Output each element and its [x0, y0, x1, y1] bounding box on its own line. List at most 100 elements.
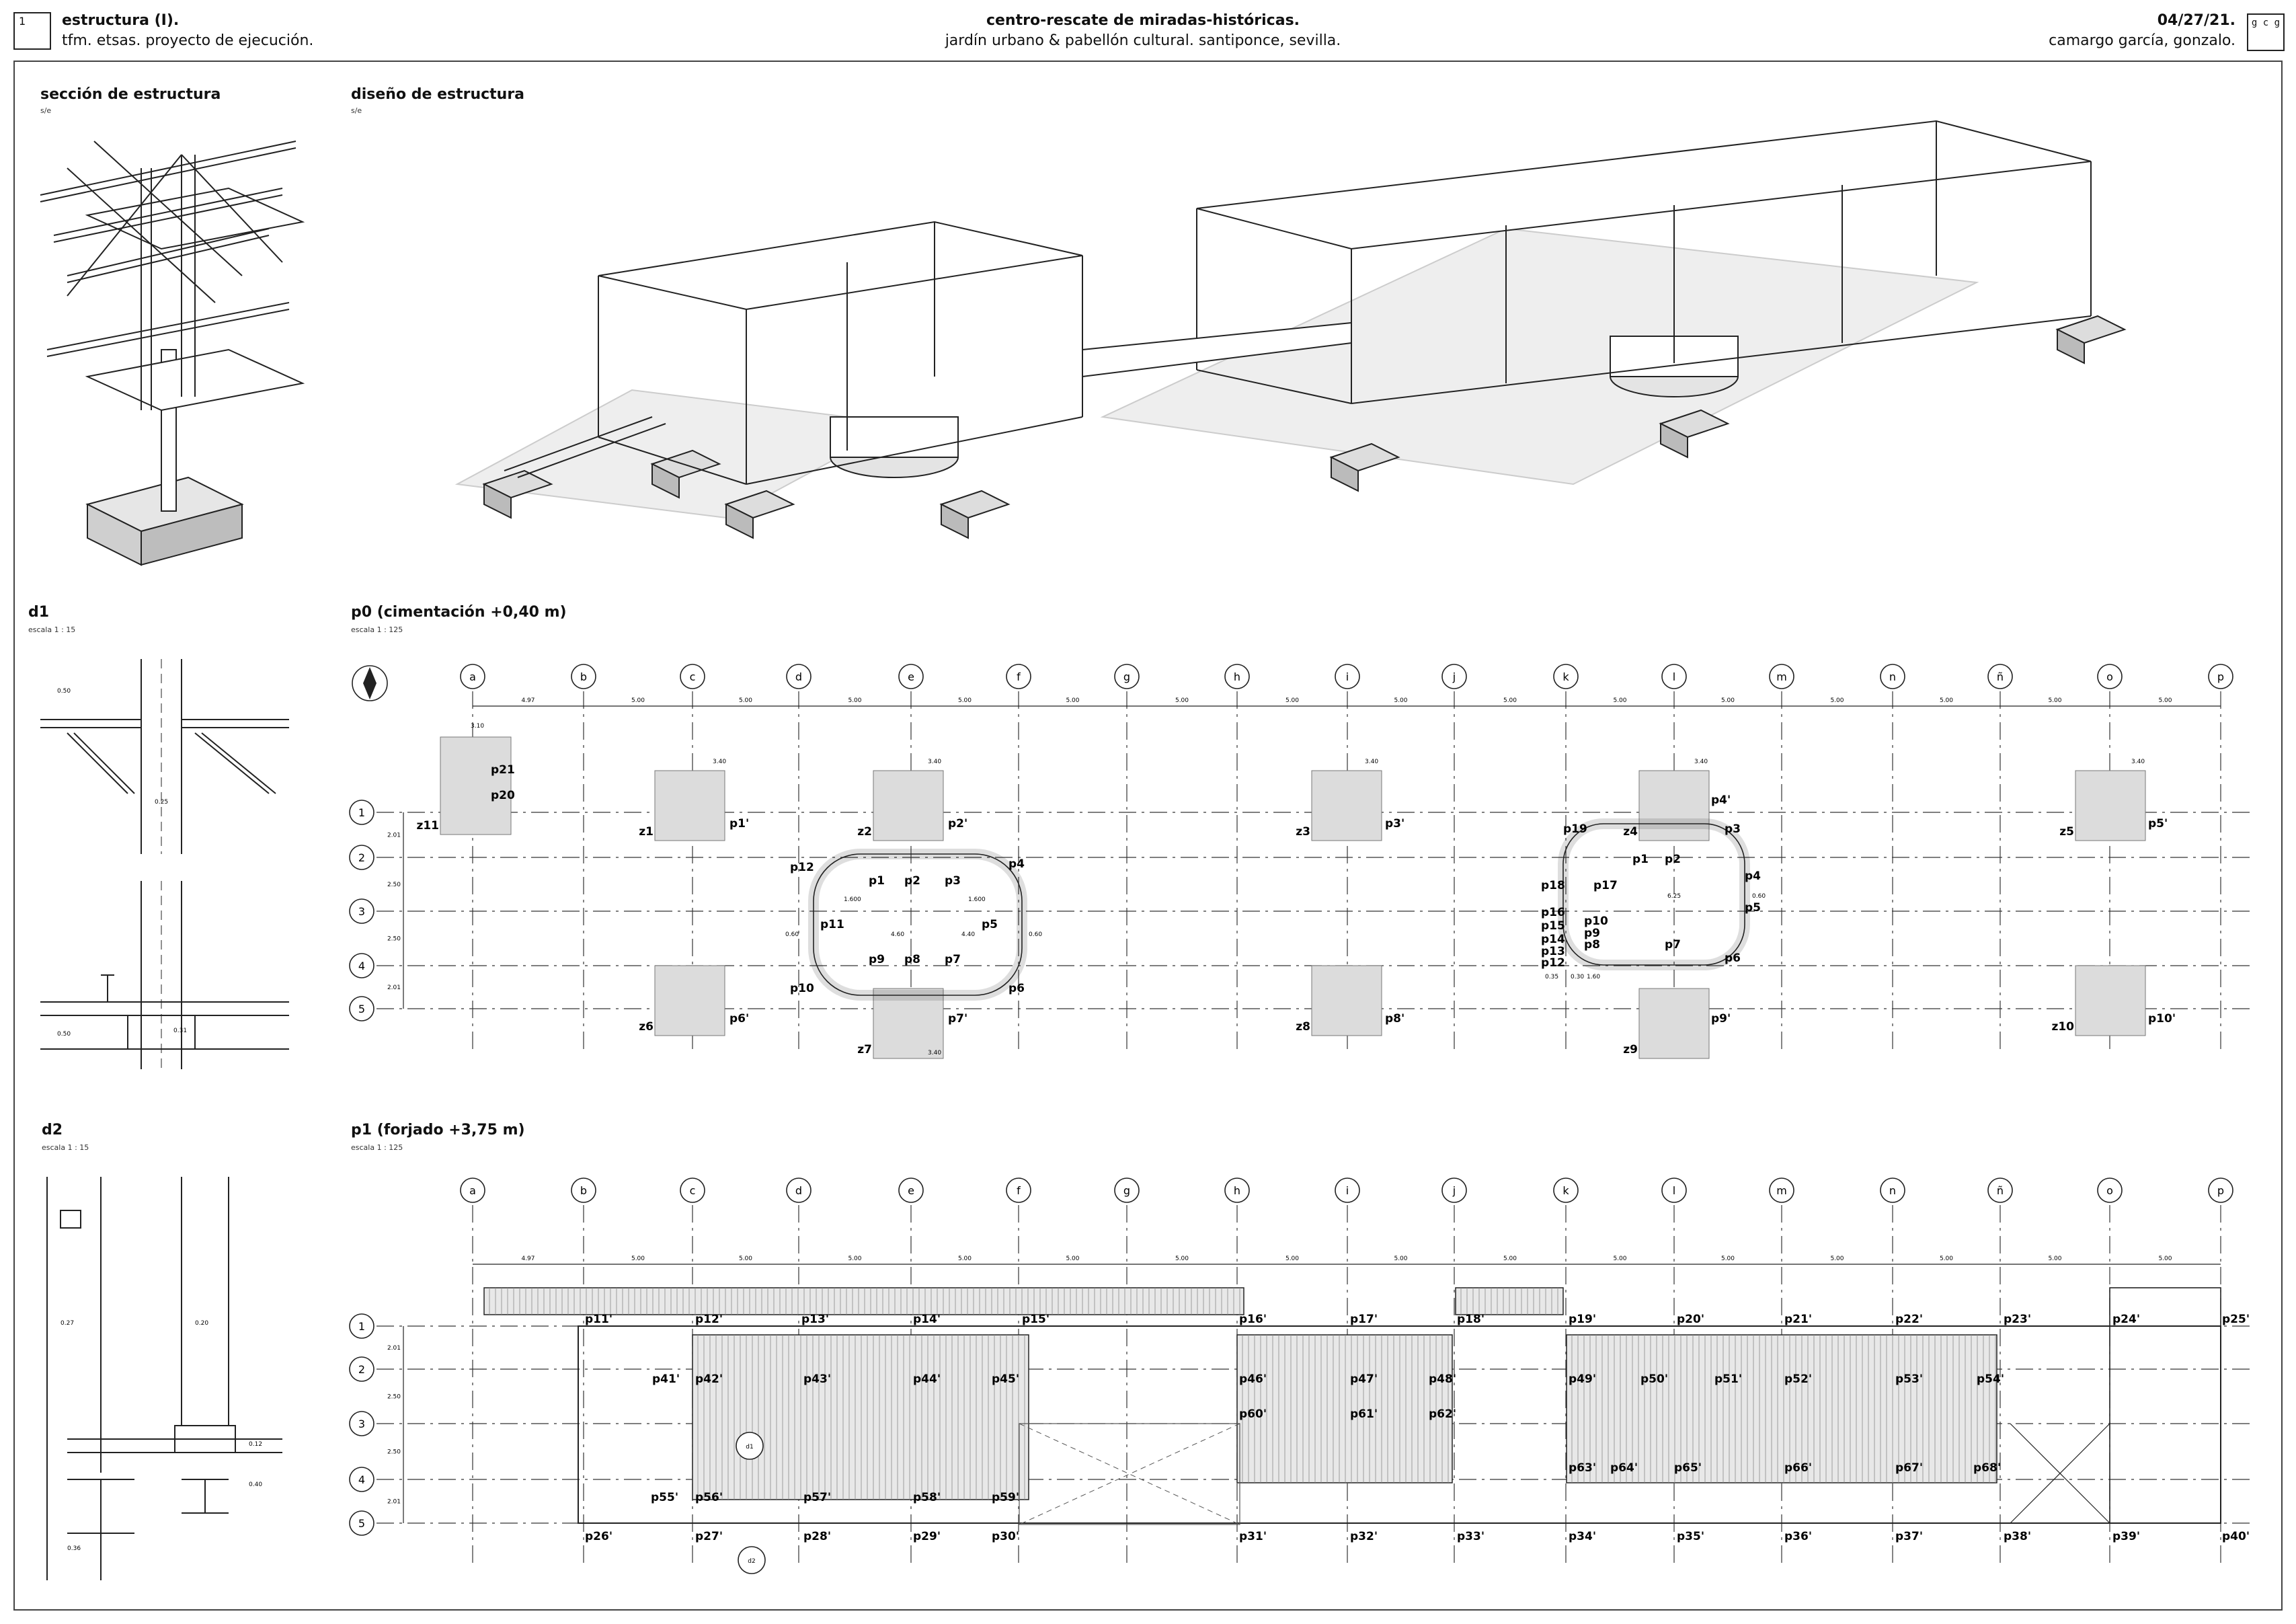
grid-label-row-1: 1: [358, 1320, 365, 1333]
grid-spacing-label: 4.97: [521, 1255, 535, 1262]
ring-pillar-label: p10: [790, 982, 814, 995]
grid-label-col-l: l: [1673, 670, 1675, 683]
dimension-label: 0.60: [1029, 931, 1042, 938]
grid-spacing-label: 5.00: [1503, 1255, 1517, 1262]
structure-section-drawing: [40, 141, 305, 566]
ring-pillar-label: p4: [1745, 869, 1761, 883]
ring-pillar-label: p12: [1541, 956, 1565, 970]
grid-bubble-col-g: [1114, 1177, 1140, 1203]
grid-label-col-c: c: [690, 1184, 696, 1197]
pillar-label: p34': [1569, 1530, 1596, 1543]
ring-pillar-label: p1: [869, 874, 885, 888]
dimension-label: 3.40: [1365, 759, 1378, 765]
pillar-label: p21: [491, 763, 515, 777]
footing: [654, 770, 725, 841]
grid-spacing-label: 5.00: [848, 697, 861, 704]
footing: [873, 770, 944, 841]
grid-bubble-row-2: [349, 845, 374, 870]
pillar-label: p40': [2222, 1530, 2250, 1543]
section-marker-label: d2: [748, 1558, 755, 1565]
sheet-number: 1: [19, 15, 26, 28]
sheet-number-box: 1: [13, 12, 51, 50]
grid-spacing-label: 5.00: [1613, 1255, 1626, 1262]
pillar-label: p18': [1457, 1313, 1485, 1326]
grid-label-col-j: j: [1452, 670, 1456, 683]
pillar-label: p39': [2112, 1530, 2140, 1543]
grid-label-col-j: j: [1452, 1184, 1456, 1197]
grid-label-col-a: a: [469, 670, 476, 683]
grid-bubble-row-5: [349, 1510, 374, 1536]
pillar-label: p55': [651, 1491, 678, 1504]
ring-pillar-label: p7: [945, 953, 961, 966]
dimension-label: 1.600: [844, 896, 861, 903]
footing: [873, 988, 944, 1059]
grid-label-col-f: f: [1017, 1184, 1021, 1197]
grid-bubble-col-i: [1335, 664, 1360, 689]
p1-title: p1 (forjado +3,75 m): [351, 1122, 525, 1138]
pillar-label: p57': [803, 1491, 831, 1504]
grid-bubble-col-c: [680, 1177, 705, 1203]
d2-dim-2: 0.20: [195, 1320, 208, 1327]
pillar-label: p23': [2004, 1313, 2031, 1326]
row-spacing-label: 2.50: [387, 1449, 401, 1456]
p1-scale: escala 1 : 125: [351, 1143, 403, 1152]
grid-label-col-n: n: [1889, 670, 1896, 683]
pillar-label: p44': [913, 1372, 941, 1386]
grid-spacing-label: 5.00: [1066, 697, 1079, 704]
pillar-label: p8': [1385, 1012, 1404, 1026]
row-spacing-label: 2.01: [387, 833, 401, 839]
pillar-label: p16': [1239, 1313, 1267, 1326]
ring-pillar-label: p5: [982, 918, 998, 931]
pillar-label: p30': [992, 1530, 1019, 1543]
ring-pillar-label: p19: [1563, 822, 1587, 836]
grid-bubble-col-j: [1441, 664, 1467, 689]
pillar-label: p49': [1569, 1372, 1596, 1386]
pillar-label: p60': [1239, 1407, 1267, 1421]
footing-label: z8: [1296, 1020, 1310, 1034]
ring-pillar-label: p3: [1725, 822, 1741, 836]
pillar-label: p33': [1457, 1530, 1485, 1543]
pillar-label: p3': [1385, 817, 1404, 830]
pillar-label: p2': [948, 817, 967, 830]
logo-text: g c g: [2251, 17, 2281, 28]
author-block: 04/27/21. camargo garcía, gonzalo.: [1950, 11, 2235, 51]
pillar-label: p58': [913, 1491, 941, 1504]
footing: [2075, 965, 2146, 1036]
grid-label-row-4: 4: [358, 960, 365, 972]
row-spacing-label: 2.01: [387, 984, 401, 991]
grid-label-col-i: i: [1346, 1184, 1349, 1197]
dimension-label: 3.10: [471, 723, 484, 730]
footing: [1311, 770, 1382, 841]
ring-pillar-label: p18: [1541, 879, 1565, 892]
grid-bubble-row-2: [349, 1356, 374, 1382]
pillar-label: p68': [1973, 1461, 2001, 1475]
studio-logo: g c g: [2247, 13, 2285, 51]
footing: [440, 736, 512, 835]
grid-bubble-col-b: [571, 1177, 596, 1203]
ring-pillar-label: p4: [1008, 857, 1025, 871]
p0-title: p0 (cimentación +0,40 m): [351, 604, 567, 621]
pillar-label: p56': [695, 1491, 723, 1504]
pillar-label: p36': [1784, 1530, 1812, 1543]
footing-label: z10: [2051, 1020, 2074, 1034]
open-bay: [1019, 1423, 1240, 1525]
ring-pillar-label: p11: [820, 918, 844, 931]
pillar-label: p27': [695, 1530, 723, 1543]
dimension-label: 0.60: [785, 931, 799, 938]
open-bay-diagonal: [1019, 1423, 1240, 1525]
pillar-label: p17': [1350, 1313, 1378, 1326]
grid-bubble-col-a: [460, 1177, 485, 1203]
grid-bubble-col-m: [1769, 1177, 1794, 1203]
grid-label-col-d: d: [795, 1184, 802, 1197]
pillar-label: p52': [1784, 1372, 1812, 1386]
grid-label-col-h: h: [1234, 670, 1240, 683]
pillar-label: p9': [1711, 1012, 1731, 1026]
grid-label-row-3: 3: [358, 1418, 365, 1430]
grid-spacing-label: 5.00: [1721, 1255, 1735, 1262]
pillar-label: p12': [695, 1313, 723, 1326]
d2-dim-1: 0.27: [61, 1320, 74, 1327]
sheet-subtitle: tfm. etsas. proyecto de ejecución.: [62, 32, 314, 49]
grid-label-row-2: 2: [358, 851, 365, 864]
pillar-label: p13': [801, 1313, 829, 1326]
